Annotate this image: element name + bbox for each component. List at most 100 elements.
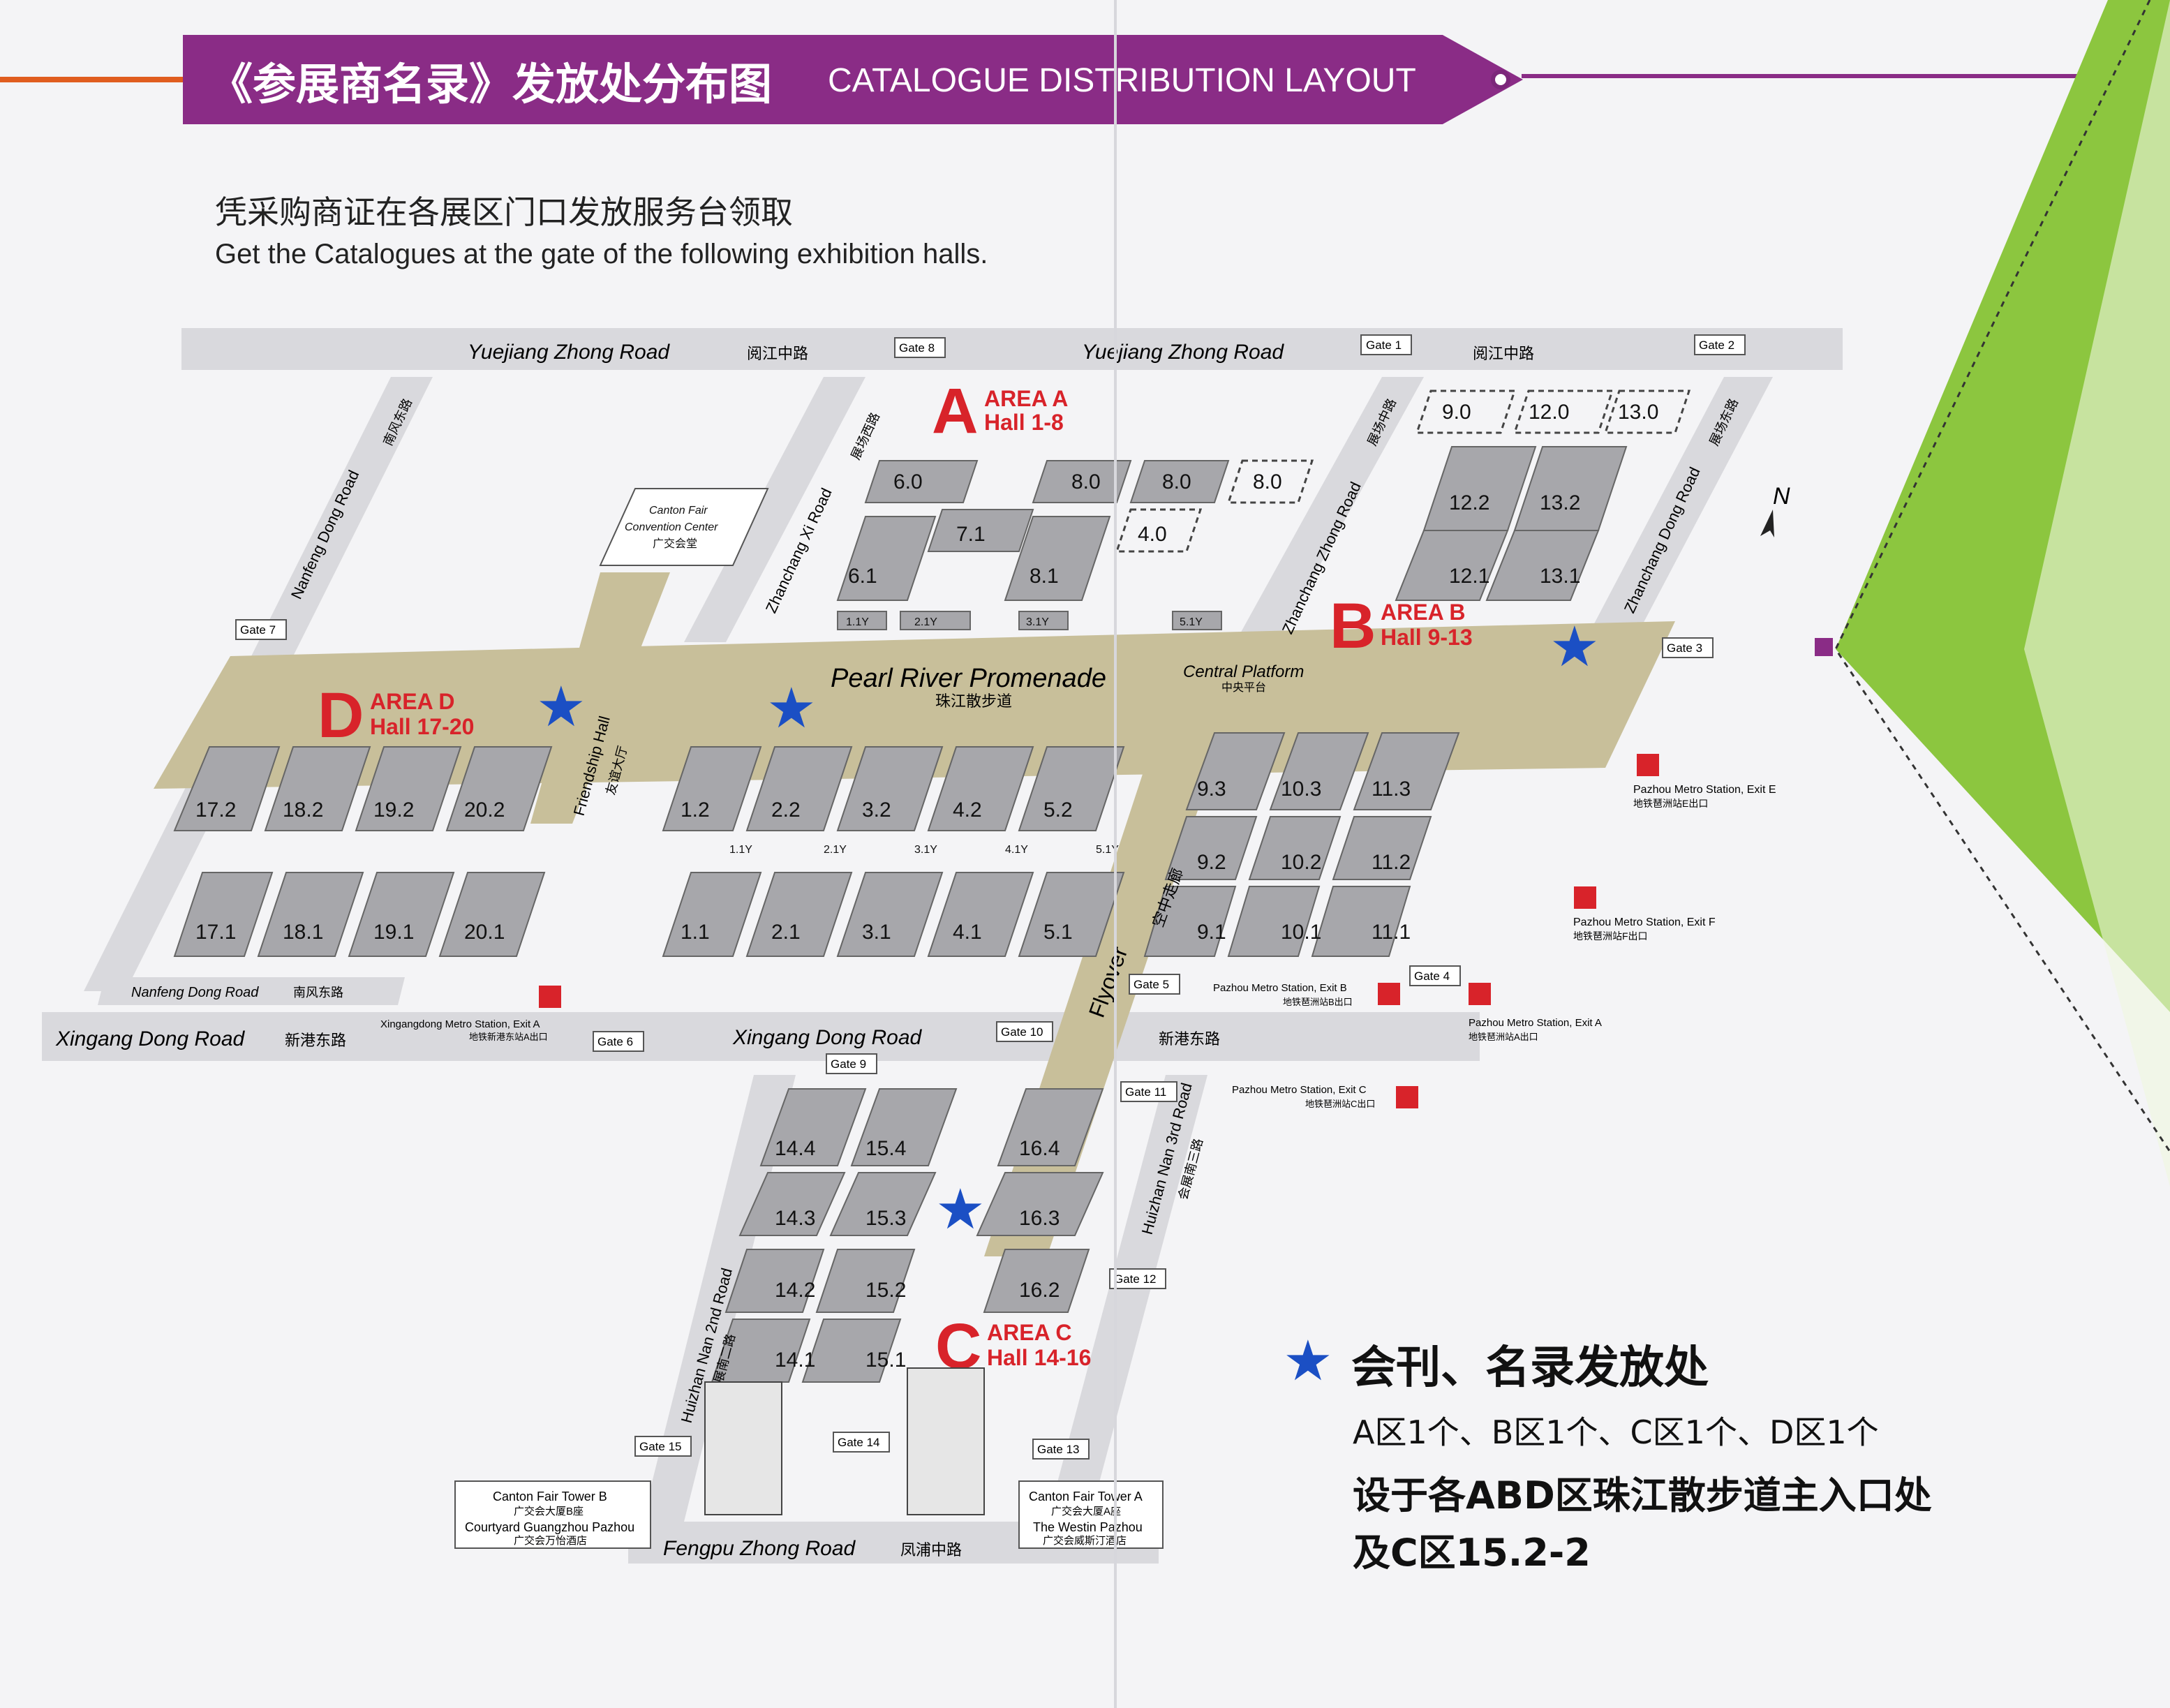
hall-label: 8.0 — [1071, 470, 1101, 493]
gate-1: Gate 1 — [1360, 334, 1412, 355]
metro-icon — [1396, 1086, 1418, 1108]
road-label: Xingang Dong Road — [732, 1026, 923, 1049]
hall-label: 8.0 — [1253, 470, 1282, 493]
area-d-letter: D — [318, 680, 364, 751]
title-banner — [183, 35, 1523, 124]
compass-arrow-icon — [1760, 510, 1774, 537]
svg-text:The Westin Pazhou: The Westin Pazhou — [1033, 1520, 1143, 1534]
gate-2: Gate 2 — [1694, 334, 1746, 355]
metro-icon — [1469, 983, 1491, 1005]
area-a-halls — [836, 459, 1314, 630]
hall-label: 2.2 — [771, 799, 801, 822]
hall-label: 12.0 — [1529, 401, 1569, 424]
hall-a-y1 — [837, 611, 887, 630]
hall-a-y3 — [1018, 611, 1069, 630]
metro-icon — [1378, 983, 1400, 1005]
hall-5-2 — [1018, 746, 1125, 831]
hall-label: 4.1 — [953, 921, 982, 944]
hall-3-2 — [836, 746, 944, 831]
gate-15: Gate 15 — [634, 1436, 692, 1457]
svg-text:Gate 9: Gate 9 — [831, 1057, 866, 1071]
svg-text:Gate 14: Gate 14 — [838, 1436, 880, 1449]
road-label: Zhanchang Dong Road — [1621, 464, 1704, 616]
svg-text:Gate 15: Gate 15 — [639, 1440, 682, 1453]
metro-a-en: Pazhou Metro Station, Exit A — [1469, 1017, 1602, 1029]
svg-text:广交会威斯汀酒店: 广交会威斯汀酒店 — [1043, 1534, 1127, 1547]
metro-c-cn: 地铁琶洲站C出口 — [1305, 1099, 1375, 1109]
metro-f-cn: 地铁琶洲站F出口 — [1573, 930, 1648, 942]
hall-label: 16.3 — [1019, 1207, 1060, 1230]
hall-13-0 — [1603, 389, 1691, 434]
hall-16-4 — [997, 1088, 1104, 1166]
road-label-cn: 新港东路 — [285, 1032, 346, 1049]
hall-19-2 — [355, 746, 462, 831]
banner-title-en: CATALOGUE DISTRIBUTION LAYOUT — [828, 62, 1416, 99]
svg-text:Gate 13: Gate 13 — [1037, 1443, 1080, 1456]
area-c-halls — [711, 1088, 1104, 1383]
hall-label: 15.2 — [865, 1279, 906, 1302]
hall-14-3 — [738, 1172, 846, 1236]
green-decoration — [1815, 0, 2170, 1187]
page-fold — [1114, 0, 1117, 1708]
hall-17-1 — [173, 872, 274, 957]
hall-15-4 — [850, 1088, 958, 1166]
hall-1-1 — [662, 872, 762, 957]
gate-14: Gate 14 — [833, 1432, 890, 1453]
road-label-cn: 南风东路 — [293, 986, 343, 1000]
area-c-name: AREA C — [987, 1320, 1071, 1345]
gate-9: Gate 9 — [826, 1053, 877, 1074]
hall-9-3 — [1185, 732, 1286, 810]
xingang-road — [42, 1012, 1480, 1061]
svg-text:广交会万怡酒店: 广交会万怡酒店 — [514, 1534, 587, 1547]
huizhan-nan-3rd-road — [1047, 1075, 1207, 1522]
hall-6-1 — [836, 516, 937, 601]
hall-label: 14.1 — [775, 1349, 815, 1372]
area-d-halls — [173, 746, 553, 957]
subtitle-cn: 凭采购商证在各展区门口发放服务台领取 — [215, 193, 793, 231]
road-label-cn: 凤浦中路 — [900, 1541, 962, 1559]
middle-halls — [662, 746, 1125, 957]
svg-text:Gate 1: Gate 1 — [1366, 339, 1402, 352]
hall-3-1 — [836, 872, 944, 957]
metro-c-en: Pazhou Metro Station, Exit C — [1232, 1084, 1367, 1096]
hall-label: 11.2 — [1372, 851, 1411, 874]
hall-label: 6.1 — [848, 565, 877, 588]
hall-20-2 — [445, 746, 553, 831]
svg-text:广交会大厦A座: 广交会大厦A座 — [1051, 1505, 1121, 1517]
hall-y-label: 3.1Y — [1026, 616, 1049, 628]
hall-label: 8.0 — [1162, 470, 1191, 493]
hall-label: 11.1 — [1372, 921, 1411, 944]
compass-label: N — [1773, 483, 1790, 510]
svg-text:Gate 2: Gate 2 — [1699, 339, 1734, 352]
gate-3: Gate 3 — [1662, 637, 1714, 658]
legend-line3: 及C区15.2-2 — [1353, 1531, 1591, 1575]
yuejiang-road — [181, 328, 1843, 370]
hall-label: 3.1 — [862, 921, 891, 944]
hall-4-2 — [927, 746, 1034, 831]
svg-text:Canton Fair Tower A: Canton Fair Tower A — [1029, 1490, 1143, 1503]
tower-b — [704, 1381, 782, 1515]
hall-6-0 — [864, 460, 979, 503]
hall-label: 15.3 — [865, 1207, 906, 1230]
svg-text:Courtyard Guangzhou Pazhou: Courtyard Guangzhou Pazhou — [465, 1520, 634, 1534]
hall-11-2 — [1332, 816, 1432, 880]
star-icon: ★ — [935, 1178, 986, 1240]
legend-star-icon: ★ — [1283, 1328, 1333, 1393]
hall-label: 14.4 — [775, 1137, 815, 1160]
hall-label: 17.2 — [195, 799, 236, 822]
hall-label: 15.4 — [865, 1137, 906, 1160]
gate-4: Gate 4 — [1409, 965, 1461, 986]
hall-label: 4.2 — [953, 799, 982, 822]
hall-y-label: 1.1Y — [846, 616, 869, 628]
hall-10-3 — [1269, 732, 1369, 810]
star-icon: ★ — [536, 676, 586, 738]
hall-label: 10.3 — [1281, 778, 1321, 801]
area-c-halls: Hall 14-16 — [987, 1345, 1091, 1370]
hall-9-0 — [1415, 389, 1517, 434]
hall-y-label: 1.1Y — [729, 844, 752, 856]
hall-14-2 — [724, 1249, 825, 1313]
hall-20-1 — [438, 872, 546, 957]
hall-label: 16.4 — [1019, 1137, 1060, 1160]
hall-label: 19.1 — [373, 921, 414, 944]
